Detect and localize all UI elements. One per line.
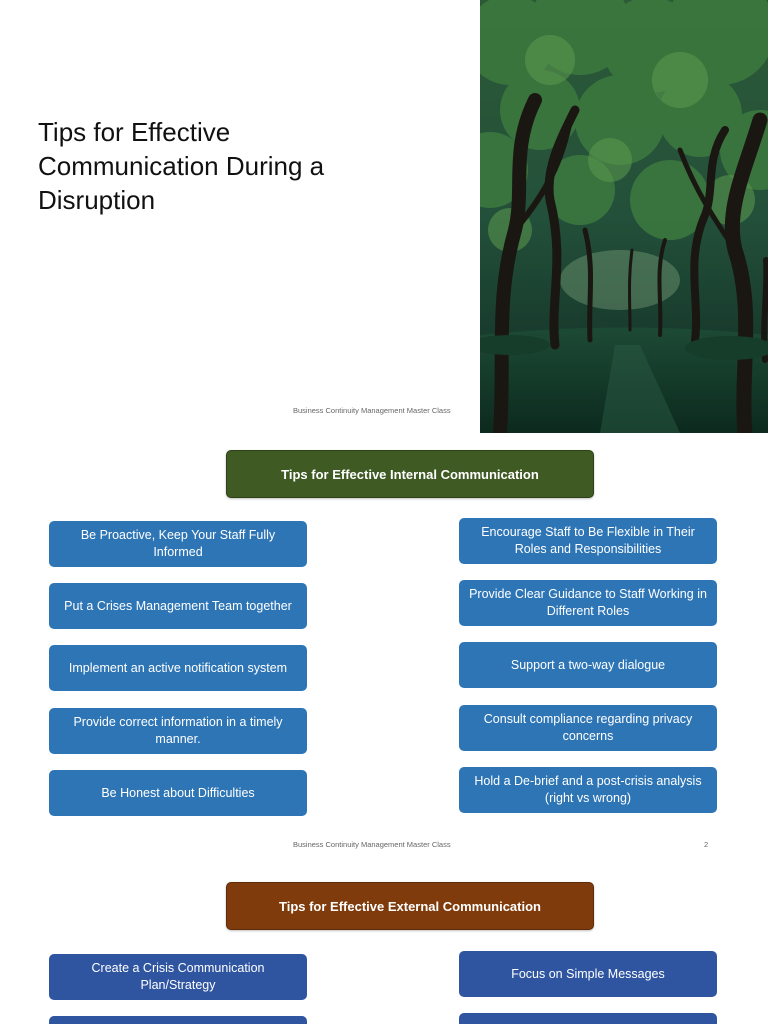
list-item: Provide Clear Guidance to Staff Working …: [459, 580, 717, 626]
list-item: [459, 1013, 717, 1024]
list-item: Implement an active notification system: [49, 645, 307, 691]
internal-communication-slide: Tips for Effective Internal Communicatio…: [0, 433, 768, 863]
title-slide: Tips for Effective Communication During …: [0, 0, 768, 433]
list-item: Hold a De-brief and a post-crisis analys…: [459, 767, 717, 813]
list-item: [49, 1016, 307, 1024]
list-item: Support a two-way dialogue: [459, 642, 717, 688]
list-item: Be Honest about Difficulties: [49, 770, 307, 816]
external-communication-slide: Tips for Effective External Communicatio…: [0, 863, 768, 1024]
slide-footer: Business Continuity Management Master Cl…: [293, 406, 451, 415]
page-number: 2: [704, 840, 709, 849]
list-item: Provide correct information in a timely …: [49, 708, 307, 754]
list-item: Focus on Simple Messages: [459, 951, 717, 997]
external-header: Tips for Effective External Communicatio…: [226, 882, 594, 930]
slide-footer: Business Continuity Management Master Cl…: [293, 840, 451, 849]
list-item: Create a Crisis Communication Plan/Strat…: [49, 954, 307, 1000]
list-item: Encourage Staff to Be Flexible in Their …: [459, 518, 717, 564]
forest-photo-icon: [480, 0, 768, 433]
list-item: Be Proactive, Keep Your Staff Fully Info…: [49, 521, 307, 567]
internal-header: Tips for Effective Internal Communicatio…: [226, 450, 594, 498]
list-item: Consult compliance regarding privacy con…: [459, 705, 717, 751]
list-item: Put a Crises Management Team together: [49, 583, 307, 629]
slide-title: Tips for Effective Communication During …: [38, 117, 325, 215]
